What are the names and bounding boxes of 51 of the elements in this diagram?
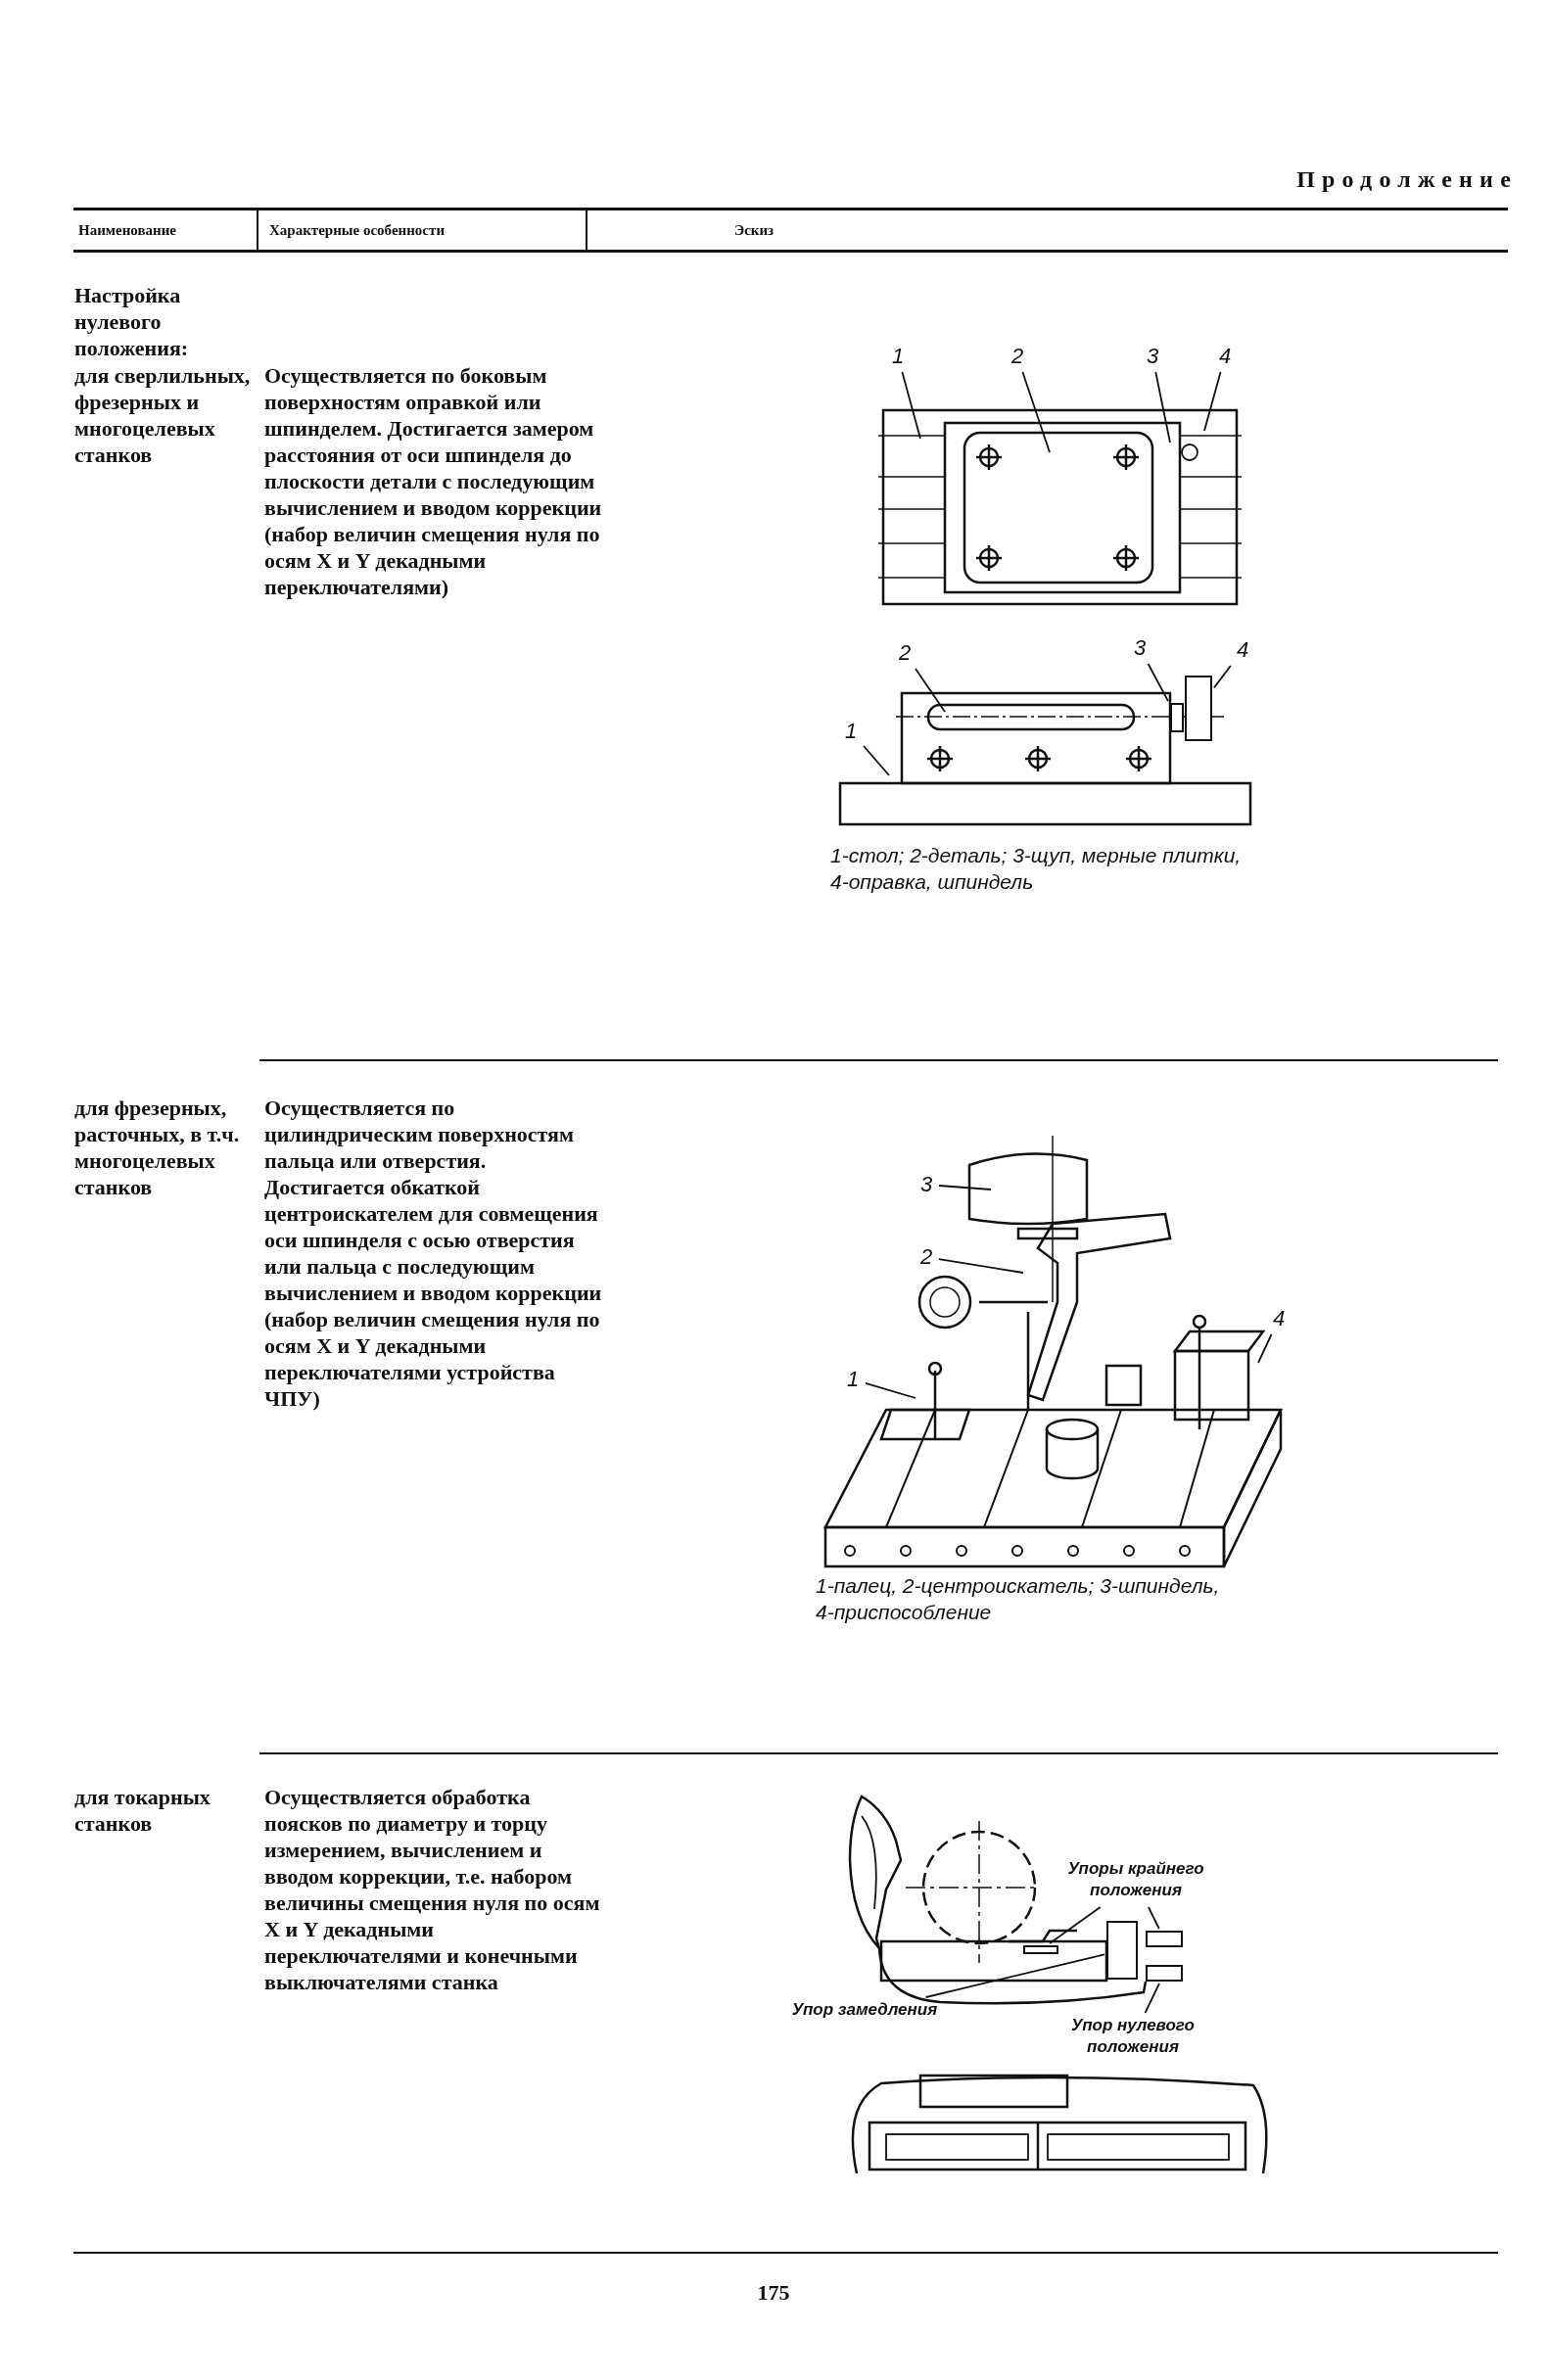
column-header: Характерные особенности [269,221,446,240]
leader-line [1049,1906,1102,1944]
column-header: Наименование [78,221,177,240]
stop-block [1185,676,1212,741]
callout-number: 3 [1129,634,1151,662]
leader-line [1203,371,1222,432]
leader-line [1144,1983,1160,2014]
callout-number: 3 [916,1171,937,1198]
leader-line [1213,665,1232,689]
description-text: Осуществляется по цилиндрическим поверхностям пальца или отверстия. Достигается обкаткой центроискателем для совмещения оси шпинделя с осью отверстия или пальца с последующим вычислением и вводом коррекции (набор величин смещения нуля по осям X и Y декадными переключателями устройства ЧПУ) [264,1095,603,1412]
stop-block [1146,1931,1183,1947]
callout-number: 2 [1007,343,1028,370]
leader-line [1148,1906,1160,1930]
callout-number: 4 [1232,636,1253,664]
machine-type-text: для фрезерных, расточных, в т.ч. многоцелевых станков [74,1095,241,1200]
callout-number: 2 [894,639,916,667]
leader-line [938,1258,1024,1274]
machine-type-text: для сверлильных, фрезерных и многоцелевых станков [74,362,252,468]
callout-number: 4 [1214,343,1236,370]
callout-number: 2 [916,1243,937,1271]
callout-number: 1 [840,718,862,745]
stop-block [1170,703,1184,732]
leader-line [938,1185,992,1190]
part-label: Упор нулевого положения [1059,2015,1206,2058]
description-text: Осуществляется по боковым поверхностям оправкой или шпинделем. Достигается замером расстояния от оси шпинделя до плоскости детали с последующим вычислением и вводом коррекции (набор величин смещения нуля по осям X и Y декадными переключателями) [264,362,603,600]
figure-caption: 1-стол; 2-деталь; 3-щуп, мерные плитки, 4-оправка, шпиндель [830,843,1243,895]
leader-line [865,1381,916,1399]
continuation-heading: Продолжение [1295,165,1518,194]
figure-caption: 1-палец, 2-центроискатель; 3-шпиндель, 4-приспособление [816,1573,1221,1625]
stop-block [1023,1945,1058,1954]
stop-block [1106,1921,1138,1980]
leader-line [1147,663,1169,703]
leader-line [915,668,946,713]
leader-line [1257,1333,1273,1364]
part-label: Упоры крайнего положения [1057,1858,1214,1901]
leader-line [901,371,921,440]
column-header: Эскиз [734,221,775,240]
row-heading: Настройка нулевого положения: [74,282,190,361]
leader-line [1154,371,1171,443]
callout-number: 4 [1268,1305,1290,1332]
description-text: Осуществляется обработка поясков по диаметру и торцу измерением, вычислением и вводом коррекции, т.е. набором величины смещения нуля по осям X и Y декадными переключателями и конечными выключателями станка [264,1784,601,1995]
leader-line [863,745,890,776]
callout-number: 1 [842,1366,864,1393]
machine-type-text: для токарных станков [74,1784,211,1837]
callout-number: 3 [1142,343,1163,370]
stop-block [1146,1965,1183,1982]
page-number: 175 [756,2279,791,2307]
leader-line [1021,371,1051,453]
leader-line [924,1953,1105,1998]
callout-number: 1 [887,343,909,370]
part-label: Упор замедления [762,1999,967,2021]
